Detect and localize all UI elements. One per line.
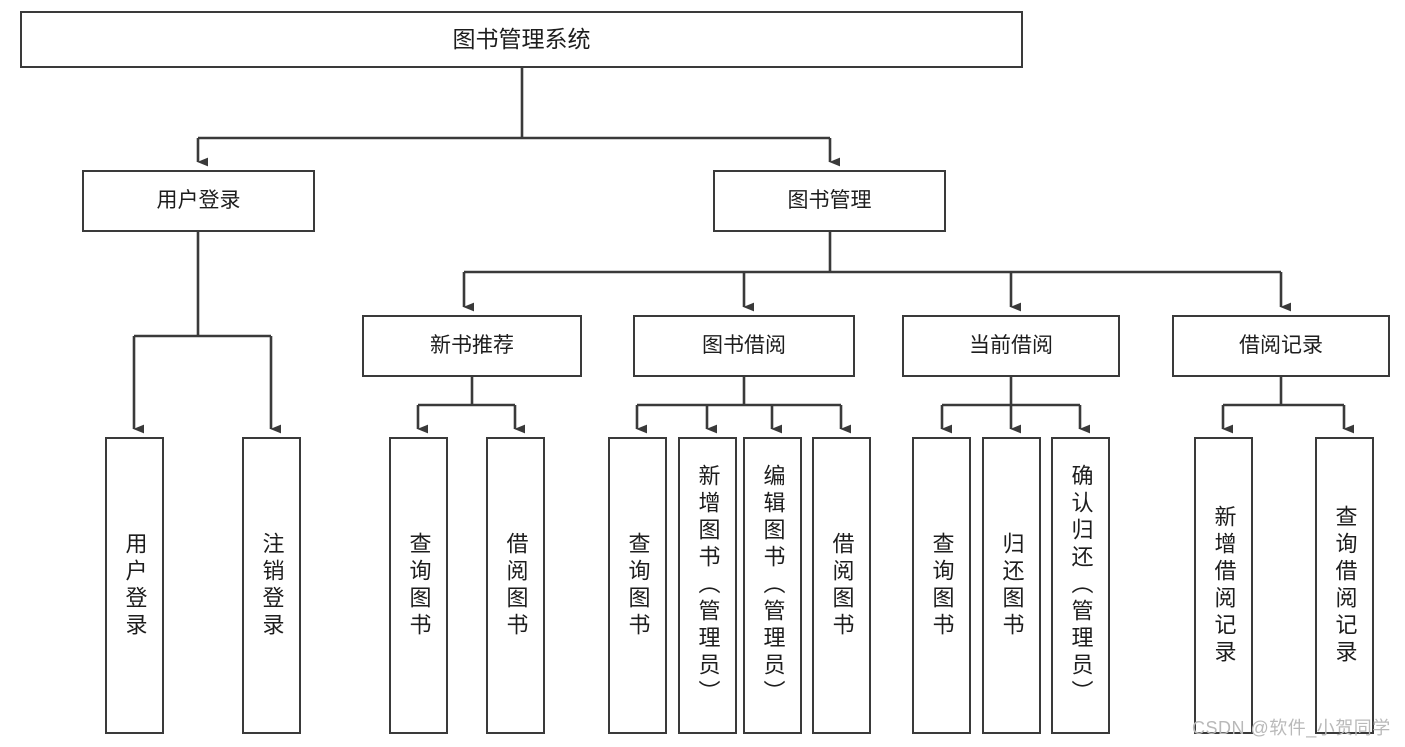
node-label: 查询借阅记录 xyxy=(1332,504,1358,667)
node-leaf-book-borrow-query[interactable]: 查询图书 xyxy=(608,437,667,734)
node-label: 当前借阅 xyxy=(969,333,1053,357)
node-leaf-current-borrow-confirm-return[interactable]: 确认归还（管理员） xyxy=(1051,437,1110,734)
node-label: 注销登录 xyxy=(259,531,285,640)
node-label: 借阅图书 xyxy=(503,531,529,640)
node-leaf-borrow-record-add[interactable]: 新增借阅记录 xyxy=(1194,437,1253,734)
node-label: 借阅图书 xyxy=(829,531,855,640)
node-leaf-user-login-signout[interactable]: 注销登录 xyxy=(242,437,301,734)
node-book-management[interactable]: 图书管理 xyxy=(713,170,946,232)
node-label: 用户登录 xyxy=(122,531,148,640)
node-leaf-current-borrow-return[interactable]: 归还图书 xyxy=(982,437,1041,734)
node-current-borrow[interactable]: 当前借阅 xyxy=(902,315,1120,377)
node-label: 借阅记录 xyxy=(1239,333,1323,357)
node-label: 图书管理系统 xyxy=(452,25,591,52)
node-label: 图书管理 xyxy=(787,188,872,212)
node-leaf-user-login-signin[interactable]: 用户登录 xyxy=(105,437,164,734)
node-label: 查询图书 xyxy=(406,531,432,640)
node-label: 归还图书 xyxy=(999,531,1025,640)
node-label: 查询图书 xyxy=(625,531,651,640)
node-new-book-recommend[interactable]: 新书推荐 xyxy=(362,315,582,377)
node-label: 用户登录 xyxy=(156,188,241,212)
node-label: 确认归还（管理员） xyxy=(1068,464,1094,707)
node-leaf-new-book-query[interactable]: 查询图书 xyxy=(389,437,448,734)
node-leaf-new-book-borrow[interactable]: 借阅图书 xyxy=(486,437,545,734)
node-label: 新增图书（管理员） xyxy=(695,464,721,707)
node-leaf-book-borrow-edit[interactable]: 编辑图书（管理员） xyxy=(743,437,802,734)
node-user-login[interactable]: 用户登录 xyxy=(82,170,315,232)
node-label: 图书借阅 xyxy=(702,333,786,357)
node-leaf-book-borrow-borrow[interactable]: 借阅图书 xyxy=(812,437,871,734)
node-label: 查询图书 xyxy=(929,531,955,640)
csdn-watermark: CSDN @软件_小贺同学 xyxy=(1192,718,1391,738)
node-book-borrow[interactable]: 图书借阅 xyxy=(633,315,855,377)
node-borrow-record[interactable]: 借阅记录 xyxy=(1172,315,1390,377)
node-label: 编辑图书（管理员） xyxy=(760,464,786,707)
node-leaf-borrow-record-query[interactable]: 查询借阅记录 xyxy=(1315,437,1374,734)
node-leaf-current-borrow-query[interactable]: 查询图书 xyxy=(912,437,971,734)
node-root-book-management-system[interactable]: 图书管理系统 xyxy=(20,11,1023,68)
node-leaf-book-borrow-add[interactable]: 新增图书（管理员） xyxy=(678,437,737,734)
node-label: 新书推荐 xyxy=(430,333,514,357)
node-label: 新增借阅记录 xyxy=(1211,504,1237,667)
